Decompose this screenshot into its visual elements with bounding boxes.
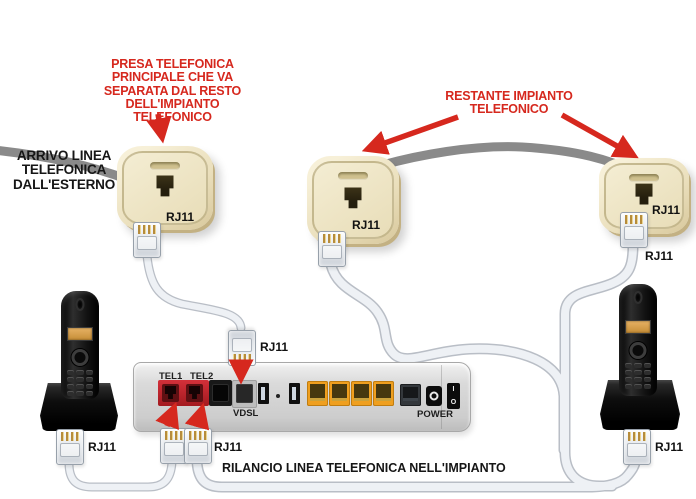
tel1-port bbox=[162, 384, 179, 402]
keypad bbox=[67, 370, 93, 396]
ethernet-port-1 bbox=[307, 381, 328, 406]
rj11-plug-tel1 bbox=[160, 428, 188, 464]
reset-button bbox=[276, 394, 280, 398]
rj11-jack-hole bbox=[635, 183, 653, 205]
socket-slot bbox=[150, 162, 180, 170]
spare-panel bbox=[209, 380, 232, 406]
rj11-label-tel-plugs: RJ11 bbox=[214, 440, 243, 454]
cordless-phone-right bbox=[600, 284, 680, 430]
cordless-phone-left bbox=[40, 291, 118, 431]
tel-panel bbox=[158, 380, 209, 406]
arrow-middle-socket bbox=[361, 114, 459, 155]
vdsl-port bbox=[236, 384, 253, 403]
note-line: TELEFONICO bbox=[469, 102, 549, 117]
note-presa-principale: PRESA TELEFONICA PRINCIPALE CHE VA SEPAR… bbox=[85, 57, 260, 124]
modem-router: TEL1 TEL2 VDSL I O POWER bbox=[133, 362, 471, 432]
spare-port bbox=[212, 384, 229, 402]
plug-window bbox=[624, 226, 644, 240]
plug-pins bbox=[165, 431, 183, 440]
main-wall-socket bbox=[117, 146, 213, 230]
rj11-label-left-phone: RJ11 bbox=[88, 440, 117, 454]
rj11-plug-main-socket bbox=[133, 222, 161, 258]
socket-slot bbox=[338, 172, 368, 180]
socket-face bbox=[312, 161, 394, 239]
tel2-port bbox=[186, 384, 203, 402]
note-arrivo-linea: ARRIVO LINEA TELEFONICA DALL'ESTERNO bbox=[4, 148, 124, 192]
rj11-label-right-socket: RJ11 bbox=[652, 203, 681, 217]
note-line: SEPARATA DAL RESTO bbox=[103, 83, 242, 98]
note-line: ARRIVO LINEA bbox=[16, 148, 112, 163]
plug-window bbox=[164, 442, 184, 456]
note-rilancio: RILANCIO LINEA TELEFONICA NELL'IMPIANTO bbox=[222, 461, 506, 475]
note-line: DALL'ESTERNO bbox=[12, 176, 116, 192]
tel2-label: TEL2 bbox=[190, 371, 214, 382]
ethernet-port-4 bbox=[373, 381, 394, 406]
keypad bbox=[625, 363, 651, 389]
note-line: TELEFONICA bbox=[21, 162, 107, 178]
phone-handset bbox=[619, 284, 657, 396]
plug-pins bbox=[61, 432, 79, 441]
power-switch: I O bbox=[447, 383, 460, 409]
rj11-plug-vdsl bbox=[228, 330, 256, 366]
ethernet-port-2 bbox=[329, 381, 350, 406]
socket-slot bbox=[629, 174, 659, 182]
rj11-plug-right-socket bbox=[620, 212, 648, 248]
note-line: PRESA TELEFONICA bbox=[111, 57, 234, 71]
arrow-right-socket bbox=[560, 112, 639, 159]
plug-pins bbox=[189, 431, 207, 440]
rj11-plug-left-phone bbox=[56, 429, 84, 465]
rj11-plug-right-phone bbox=[623, 429, 651, 465]
nav-button bbox=[629, 342, 647, 359]
power-label: POWER bbox=[417, 409, 453, 420]
rj11-label-vdsl-plug: RJ11 bbox=[260, 340, 289, 354]
note-line: RESTANTE IMPIANTO bbox=[445, 89, 573, 103]
ethernet-port-3 bbox=[351, 381, 372, 406]
phone-handset bbox=[61, 291, 99, 399]
rj11-plug-tel2 bbox=[184, 428, 212, 464]
nav-button bbox=[71, 349, 89, 366]
rj11-plug-middle-socket bbox=[318, 231, 346, 267]
plug-pins bbox=[323, 234, 341, 243]
rj11-label-right-cable: RJ11 bbox=[645, 249, 674, 263]
phone-screen bbox=[625, 320, 651, 334]
plug-pins bbox=[625, 215, 643, 224]
middle-wall-socket bbox=[307, 156, 399, 244]
vdsl-panel bbox=[232, 380, 257, 408]
vdsl-label: VDSL bbox=[233, 408, 259, 419]
plug-window bbox=[232, 338, 252, 352]
plug-pins bbox=[233, 354, 251, 363]
plug-window bbox=[627, 443, 647, 457]
phone-screen bbox=[67, 327, 93, 341]
rj11-label-middle-socket: RJ11 bbox=[352, 218, 381, 232]
switch-off-mark: O bbox=[450, 399, 457, 406]
earpiece bbox=[633, 291, 643, 304]
rj11-label-main-socket: RJ11 bbox=[166, 210, 195, 224]
plug-window bbox=[188, 442, 208, 456]
switch-on-mark: I bbox=[452, 386, 455, 393]
tel1-label: TEL1 bbox=[159, 371, 183, 382]
plug-pins bbox=[628, 432, 646, 441]
rj11-jack-hole bbox=[156, 175, 174, 197]
note-line: PRINCIPALE CHE VA bbox=[111, 70, 234, 85]
usb-port-1 bbox=[258, 383, 269, 404]
plug-window bbox=[322, 245, 342, 259]
earpiece bbox=[75, 298, 85, 311]
plug-window bbox=[137, 236, 157, 250]
rj11-jack-hole bbox=[344, 187, 362, 209]
power-jack bbox=[426, 386, 442, 406]
plug-window bbox=[60, 443, 80, 457]
rj11-label-right-phone: RJ11 bbox=[655, 440, 684, 454]
usb-port-2 bbox=[289, 383, 300, 404]
socket-face bbox=[122, 151, 208, 225]
plug-pins bbox=[138, 225, 156, 234]
wan-port bbox=[400, 384, 421, 406]
note-line: DELL'IMPIANTO TELEFONICO bbox=[125, 96, 220, 124]
note-restante-impianto: RESTANTE IMPIANTO TELEFONICO bbox=[424, 89, 594, 117]
